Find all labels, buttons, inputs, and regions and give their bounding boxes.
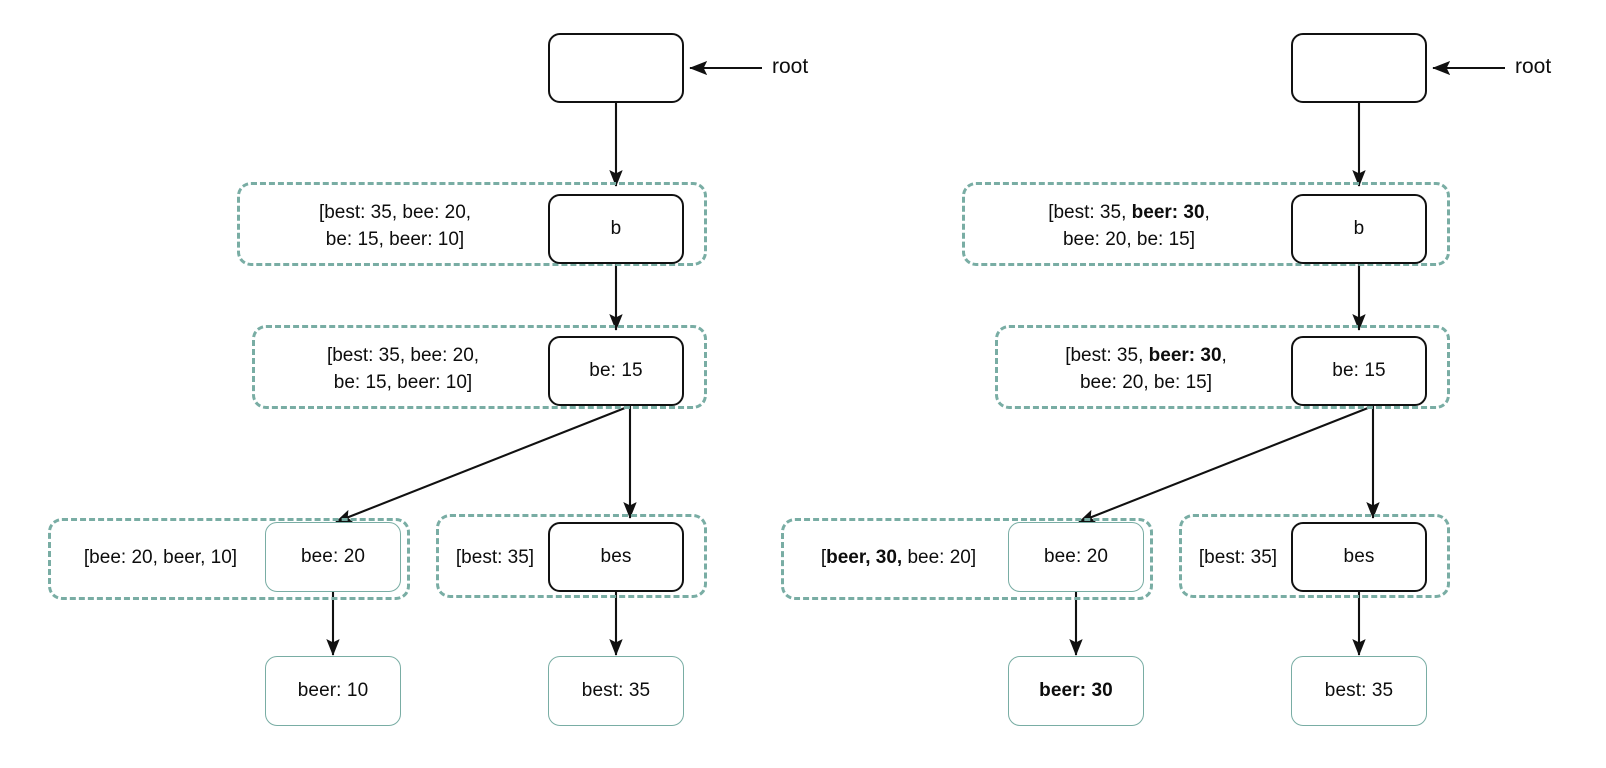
node-root-left[interactable] (548, 33, 684, 103)
node-beer-right[interactable]: beer: 30 (1008, 656, 1144, 726)
annotation-bee-left: [bee: 20, beer, 10] (83, 547, 238, 568)
group-box-b-right (962, 182, 1450, 266)
node-bes-right[interactable]: bes (1291, 522, 1427, 592)
node-bee-right[interactable]: bee: 20 (1008, 522, 1144, 592)
group-box-be-right (995, 325, 1450, 409)
node-be-left[interactable]: be: 15 (548, 336, 684, 406)
node-root-right[interactable] (1291, 33, 1427, 103)
group-box-bee-right (781, 518, 1153, 600)
node-beer-left[interactable]: beer: 10 (265, 656, 401, 726)
annotation-bes-right: [best: 35] (1198, 547, 1278, 568)
node-b-right[interactable]: b (1291, 194, 1427, 264)
node-bee-left[interactable]: bee: 20 (265, 522, 401, 592)
node-be-right[interactable]: be: 15 (1291, 336, 1427, 406)
node-bes-left[interactable]: bes (548, 522, 684, 592)
annotation-bee-right: [beer, 30, bee: 20] (820, 547, 977, 568)
annotation-bes-left: [best: 35] (455, 547, 535, 568)
root-caption-right: root (1515, 55, 1552, 78)
annotation-b-right: [best: 35, beer: 30, bee: 20, be: 15] (1048, 202, 1210, 250)
node-b-left[interactable]: b (548, 194, 684, 264)
group-box-bes-left (436, 514, 707, 598)
annotation-be-right: [best: 35, beer: 30, bee: 20, be: 15] (1065, 345, 1227, 393)
group-box-bes-right (1179, 514, 1450, 598)
group-box-be-left (252, 325, 707, 409)
node-best-left[interactable]: best: 35 (548, 656, 684, 726)
annotation-be-left: [best: 35, bee: 20, be: 15, beer: 10] (326, 345, 480, 393)
group-box-bee-left (48, 518, 410, 600)
annotation-b-left: [best: 35, bee: 20, be: 15, beer: 10] (318, 202, 472, 250)
node-best-right[interactable]: best: 35 (1291, 656, 1427, 726)
group-box-b-left (237, 182, 707, 266)
root-caption-left: root (772, 55, 809, 78)
